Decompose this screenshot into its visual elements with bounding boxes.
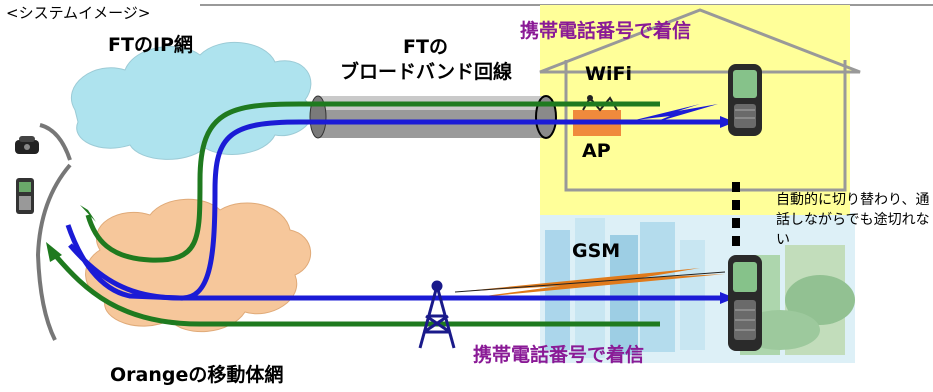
desk-phone-icon bbox=[15, 136, 39, 154]
diagram-title: <システムイメージ> bbox=[6, 4, 151, 22]
incoming-label-top: 携帯電話番号で着信 bbox=[520, 20, 692, 42]
phone-icon-gsm bbox=[728, 255, 762, 351]
green-path-upper bbox=[85, 101, 660, 263]
ft-broadband-label-line1: FTの bbox=[403, 36, 448, 58]
left-bracket-top bbox=[39, 123, 72, 161]
auto-switch-note: 自動的に切り替わり、通話しながらでも途切れない bbox=[776, 192, 930, 248]
phone-icon-wifi bbox=[728, 64, 762, 136]
wifi-signal bbox=[635, 104, 718, 124]
handover-dots bbox=[732, 182, 740, 246]
ap-label: AP bbox=[582, 140, 611, 162]
green-path-lower bbox=[53, 253, 660, 327]
blue-arrow-lower bbox=[720, 292, 735, 304]
ft-broadband-label-line2: ブロードバンド回線 bbox=[340, 61, 512, 83]
green-arrow-lower bbox=[46, 242, 62, 262]
blue-path-upper bbox=[65, 119, 720, 301]
incoming-label-bottom: 携帯電話番号で着信 bbox=[473, 344, 645, 366]
orange-network-label: Orangeの移動体網 bbox=[110, 364, 284, 386]
antenna-tower-icon bbox=[418, 280, 456, 349]
ft-ip-network-label: FTのIP網 bbox=[108, 34, 193, 56]
left-bracket bbox=[35, 163, 72, 341]
gsm-label: GSM bbox=[572, 240, 621, 262]
phone-icon bbox=[16, 178, 34, 214]
cloud-icon bbox=[70, 41, 313, 160]
gsm-signal bbox=[455, 268, 725, 298]
green-arrow-upper bbox=[80, 205, 96, 222]
gsm-signal-edge bbox=[454, 271, 726, 293]
wifi-label: WiFi bbox=[585, 63, 632, 85]
blue-arrow-upper bbox=[720, 116, 735, 128]
blue-path-lower bbox=[68, 243, 720, 301]
